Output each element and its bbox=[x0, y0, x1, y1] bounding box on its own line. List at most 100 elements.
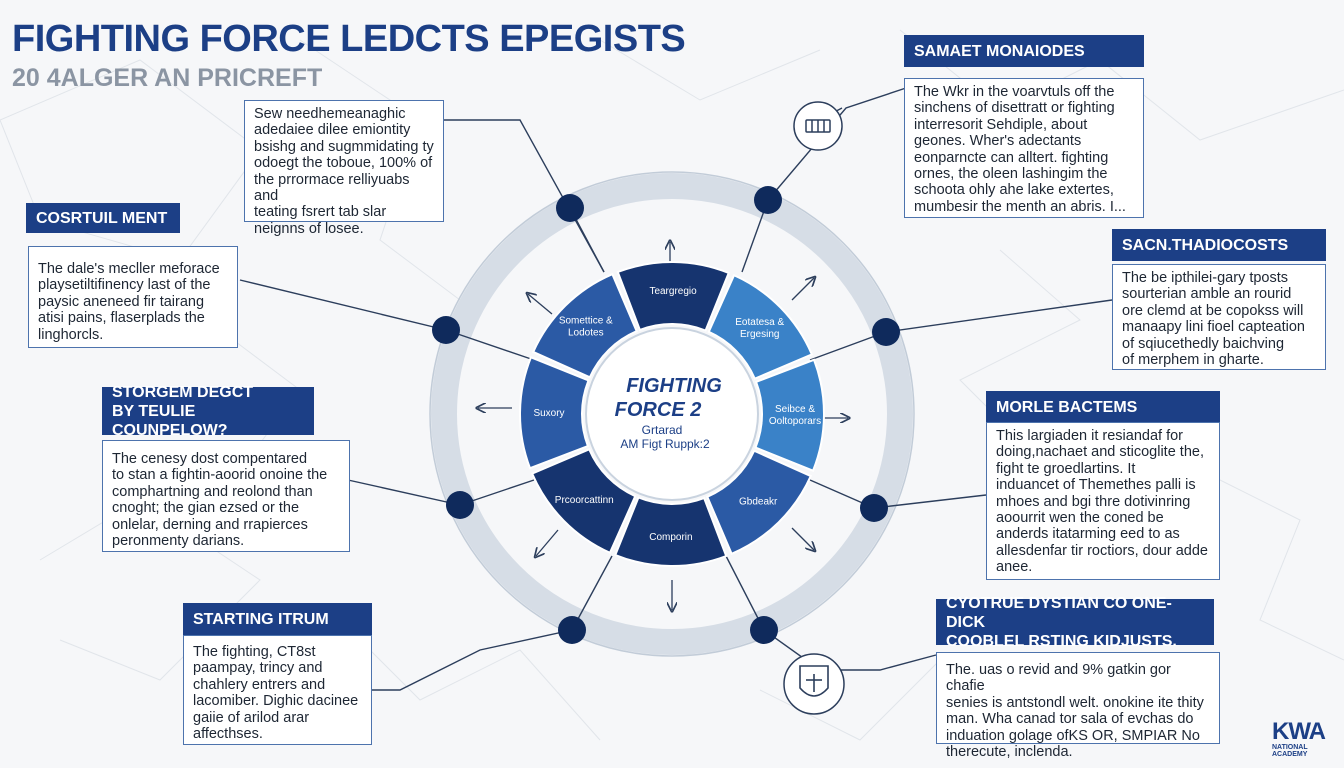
connector-left-mid bbox=[347, 479, 461, 506]
panel-text: ore clemd at be copokss will bbox=[1122, 302, 1304, 319]
panel-text: The Wkr in the voarvtuls off the bbox=[914, 84, 1115, 100]
panel-text: mhoes and bgi thre dotivinring bbox=[996, 493, 1191, 510]
page-title: FIGHTING FORCE LEDCTS EPEGISTS bbox=[12, 18, 686, 60]
panel-right-bottom: The. uas o revid and 9% gatkin gor chafi… bbox=[936, 652, 1220, 760]
armor-icon bbox=[805, 119, 831, 133]
panel-text: man. Wha canad tor sala of evchas do bbox=[946, 711, 1194, 728]
hub-segment-label: Prcoorcattinn bbox=[555, 495, 614, 506]
label-left-mid: STORGEM DEGCT BY TEULIE COUNPELOW? bbox=[102, 384, 314, 439]
panel-text: anderds itatarming eed to as bbox=[996, 526, 1180, 543]
label-right-top: SAMAET MONAIODES bbox=[904, 35, 1144, 67]
panel-left-bottom: The fighting, CT8st paampay, trincy and … bbox=[183, 635, 372, 745]
shield-icon bbox=[799, 665, 829, 697]
page-subtitle: 20 4ALGER AN PRICREFT bbox=[12, 64, 323, 92]
panel-text: induancet of Themethes palli is bbox=[996, 477, 1196, 494]
spoke-6 bbox=[571, 555, 613, 631]
panel-text: doing,nachaet and sticoglite the, bbox=[996, 444, 1204, 461]
brand-logo-sub: NATIONAL ACADEMY bbox=[1272, 744, 1308, 758]
panel-text: chahlery entrers and bbox=[193, 676, 326, 693]
panel-text: induation golage ofKS OR, SMPIAR No bbox=[946, 727, 1200, 744]
panel-left-mid: The cenesy dost compentared to stan a fi… bbox=[102, 440, 350, 552]
panel-text: schoota ohly ahe lake extertes, bbox=[914, 182, 1114, 199]
label-left-bottom: STARTING ITRUM bbox=[183, 603, 372, 635]
ring-arrow-7 bbox=[536, 529, 559, 556]
panel-text: paampay, trincy and bbox=[193, 660, 323, 677]
panel-text: allesdenfar tir roctiors, dour adde bbox=[996, 542, 1208, 559]
hub-segment-label: Suxory bbox=[533, 408, 564, 419]
label-right-bottom: CYOTRUE DYSTIAN CO ONE-DICK COOBLEL RSTI… bbox=[936, 595, 1214, 650]
panel-text: interresorit Sehdiple, about bbox=[914, 116, 1088, 133]
connector-right-mid bbox=[873, 494, 987, 509]
panel-text: to stan a fightin-aoorid onoine the bbox=[112, 467, 328, 484]
panel-text: linghorcls. bbox=[38, 326, 104, 343]
panel-text: affecthses. bbox=[193, 726, 263, 743]
hub-segment bbox=[616, 261, 730, 332]
hub-segment-label: Gbdeakr bbox=[739, 497, 778, 508]
ring-arrow-3 bbox=[791, 278, 814, 301]
panel-text: adedaiee dilee emiontity bbox=[254, 122, 411, 139]
hub-segment bbox=[754, 358, 825, 472]
panel-text: eonparncte can alltert. fighting bbox=[914, 149, 1109, 166]
panel-text: gaiie of arilod arar bbox=[193, 709, 310, 726]
panel-text: fight te groedlartins. It bbox=[996, 460, 1136, 477]
panel-text: cnoght; the gian ezsed or the bbox=[112, 500, 300, 517]
panel-text: geones. Wher's adectants bbox=[914, 133, 1082, 150]
hub-sub-line2: AM Figt Ruppk:2 bbox=[620, 437, 710, 451]
panel-right-upper-mid: The be ipthilei-gary tposts sourterian a… bbox=[1112, 264, 1326, 370]
panel-text: odoegt the toboue, 100% of bbox=[254, 155, 433, 172]
hub-sub-line1: Grtarad bbox=[642, 423, 683, 437]
hub-segment bbox=[614, 496, 728, 567]
panel-text: playsetiltifinency last of the bbox=[38, 277, 211, 294]
label-right-upper-mid: SACN.THADIOCOSTS bbox=[1112, 229, 1326, 261]
panel-text: bsishg and sugmmidating ty bbox=[254, 138, 434, 155]
panel-text: manaapy lini fioel capteation bbox=[1122, 319, 1305, 336]
panel-text: The dale's mecller meforace bbox=[38, 261, 220, 277]
panel-text: sourterian amble an rourid bbox=[1122, 286, 1292, 303]
panel-text: onlelar, derning and rrapierces bbox=[112, 516, 308, 533]
connector-left-top bbox=[239, 279, 447, 331]
hub-segment-label: Eotatesa &Ergesing bbox=[735, 317, 784, 340]
panel-text: The fighting, CT8st bbox=[193, 644, 316, 660]
label-left-top: COSRTUIL MENT bbox=[26, 203, 180, 233]
hub-title-line1: FIGHTING bbox=[626, 375, 722, 397]
hub-segment bbox=[707, 273, 814, 381]
panel-left-top: The dale's mecller meforace playsetiltif… bbox=[28, 246, 238, 348]
ring-node-5 bbox=[446, 491, 474, 519]
ring-node-3 bbox=[432, 316, 460, 344]
ring-node-2 bbox=[754, 186, 782, 214]
panel-top-center: Sew needhemeanaghic adedaiee dilee emion… bbox=[244, 100, 444, 237]
panel-text: therecute, inclenda. bbox=[946, 744, 1073, 761]
hub-center bbox=[585, 327, 759, 501]
ring-node-1 bbox=[556, 194, 584, 222]
connector-right-upper bbox=[885, 299, 1113, 333]
ring-arrow-5 bbox=[791, 527, 814, 550]
panel-right-top: The Wkr in the voarvtuls off the sinchen… bbox=[904, 78, 1144, 218]
spoke-8 bbox=[445, 329, 535, 361]
panel-text: ornes, the oleen lashingim the bbox=[914, 166, 1108, 183]
panel-text: lacomiber. Dighic dacinee bbox=[193, 693, 359, 710]
panel-text: comphartning and reolond than bbox=[112, 483, 313, 500]
panel-text: teating fsrert tab slar bbox=[254, 204, 387, 221]
brand-logo: KWA bbox=[1272, 718, 1326, 745]
outer-ring bbox=[431, 173, 913, 655]
panel-text: sinchens of disettratt or fighting bbox=[914, 100, 1115, 117]
panel-text: anee. bbox=[996, 559, 1033, 576]
connector-right-bottom bbox=[763, 629, 937, 671]
ring-arrow-1 bbox=[528, 294, 553, 315]
panel-text: atisi pains, flaserplads the bbox=[38, 310, 205, 327]
hub-segment-label: Comporin bbox=[649, 532, 692, 543]
panel-text: This largiaden it resiandaf for bbox=[996, 428, 1183, 444]
panel-text: Sew needhemeanaghic bbox=[254, 106, 406, 122]
connector-right-top bbox=[767, 87, 907, 201]
outer-ring-edge bbox=[429, 171, 915, 657]
panel-text: paysic aneneed fir tairang bbox=[38, 293, 205, 310]
panel-text: aoourrit wen the coned be bbox=[996, 510, 1164, 527]
panel-text: senies is antstondl welt. onokine ite th… bbox=[946, 694, 1204, 711]
ring-node-6 bbox=[860, 494, 888, 522]
panel-right-mid: This largiaden it resiandaf for doing,na… bbox=[986, 422, 1220, 580]
hub-segment-label: Teargregio bbox=[649, 286, 697, 297]
panel-text: peronmenty darians. bbox=[112, 533, 245, 550]
panel-text: mumbesir the menth an abris. I... bbox=[914, 198, 1126, 215]
